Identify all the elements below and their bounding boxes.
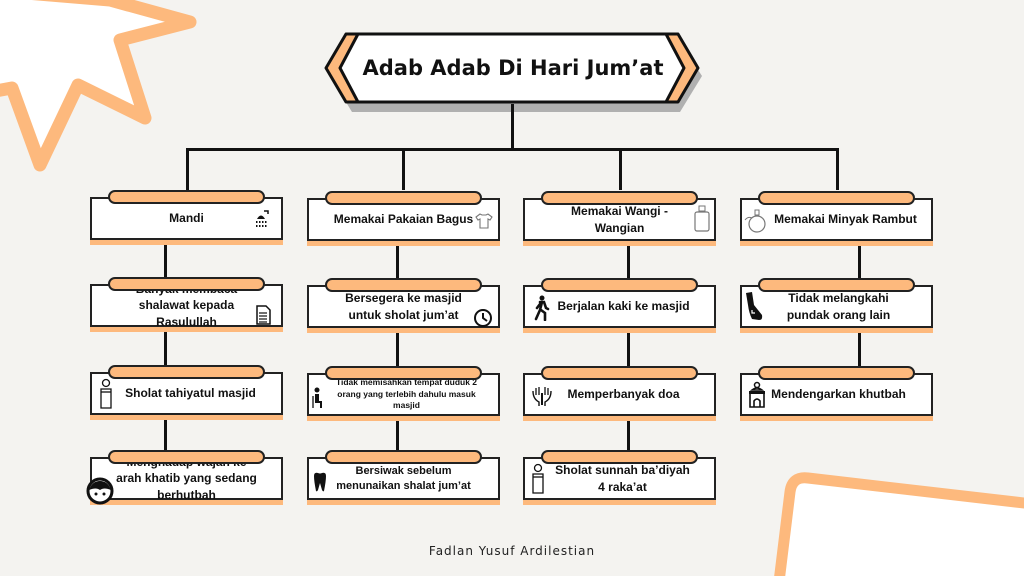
connector — [627, 245, 630, 285]
node-pakaian: Memakai Pakaian Bagus — [307, 191, 500, 241]
node-shalawat: Banyak membaca shalawat kepada Rasululla… — [90, 277, 283, 329]
node-tab — [325, 278, 482, 292]
connector — [858, 245, 861, 285]
node-label: Tidak memisahkan tempat duduk 2 orang ya… — [335, 377, 478, 411]
node-tab — [325, 366, 482, 380]
connector — [627, 332, 630, 372]
connector-col2 — [402, 148, 405, 190]
node-wangian: Memakai Wangi - Wangian — [523, 191, 716, 241]
node-tab — [108, 277, 265, 291]
author-credit: Fadlan Yusuf Ardilestian — [428, 544, 596, 558]
node-menghadap: Menghadap wajah ke arah khatib yang seda… — [86, 450, 283, 505]
connector-col1 — [186, 148, 189, 190]
node-label: Memakai Pakaian Bagus — [333, 212, 474, 227]
shirt-icon — [474, 210, 494, 232]
node-label: Memperbanyak doa — [567, 387, 680, 402]
connector-horizontal — [186, 148, 839, 151]
node-label: Sholat sunnah ba’diyah 4 raka’at — [555, 463, 690, 494]
praying-hands-icon — [531, 385, 553, 407]
page-title: Adab Adab Di Hari Jum’at — [362, 56, 664, 80]
title-banner-shape — [324, 32, 702, 112]
title-banner: Adab Adab Di Hari Jum’at — [322, 30, 704, 112]
praying-man-icon — [528, 463, 548, 495]
connector — [164, 332, 167, 372]
node-tidak-memisahkan: Tidak memisahkan tempat duduk 2 orang ya… — [307, 366, 500, 416]
node-tab — [541, 450, 698, 464]
node-tab — [325, 450, 482, 464]
connector — [396, 332, 399, 372]
node-label: Tidak melangkahi pundak orang lain — [786, 291, 891, 322]
connector — [164, 245, 167, 285]
starburst-decoration — [0, 0, 197, 172]
connector-title-stem — [511, 104, 514, 150]
face-icon — [86, 477, 114, 505]
node-khutbah: Mendengarkan khutbah — [740, 366, 933, 416]
node-tab — [541, 366, 698, 380]
node-label: Sholat tahiyatul masjid — [125, 386, 256, 401]
praying-man-icon — [96, 378, 116, 410]
node-tab — [325, 191, 482, 205]
node-berjalan: Berjalan kaki ke masjid — [523, 278, 716, 328]
card-decoration — [774, 472, 1024, 576]
node-tab — [758, 366, 915, 380]
connector-col4 — [836, 148, 839, 190]
node-tab — [108, 365, 265, 379]
node-tab — [108, 450, 265, 464]
shower-icon — [251, 209, 271, 231]
node-label: Memakai Wangi - Wangian — [571, 204, 668, 235]
node-melangkahi: Tidak melangkahi pundak orang lain — [740, 278, 933, 328]
tooth-icon — [312, 471, 328, 493]
perfume-bottle-icon — [692, 204, 712, 234]
walking-person-icon — [531, 295, 551, 321]
oil-bottle-icon — [744, 208, 768, 234]
node-label: Berjalan kaki ke masjid — [557, 299, 690, 314]
mosque-pulpit-icon — [747, 381, 767, 409]
connector-col3 — [619, 148, 622, 190]
clock-icon — [473, 307, 493, 329]
node-label: Memakai Minyak Rambut — [774, 212, 917, 227]
foot-icon — [744, 291, 764, 323]
connector — [858, 332, 861, 372]
seated-person-icon — [312, 387, 324, 409]
connector — [627, 420, 630, 458]
node-label: Mandi — [169, 211, 204, 226]
node-tab — [541, 191, 698, 205]
node-doa: Memperbanyak doa — [523, 366, 716, 416]
node-tab — [758, 191, 915, 205]
node-minyak-rambut: Memakai Minyak Rambut — [740, 191, 933, 241]
node-tab — [108, 190, 265, 204]
node-tahiyatul: Sholat tahiyatul masjid — [90, 365, 283, 415]
node-label: Mendengarkan khutbah — [771, 387, 906, 402]
connector — [396, 420, 399, 458]
node-sunnah: Sholat sunnah ba’diyah 4 raka’at — [523, 450, 716, 500]
node-label: Bersegera ke masjid untuk sholat jum’at — [345, 291, 462, 322]
document-icon — [253, 304, 273, 326]
node-bersiwak: Bersiwak sebelum menunaikan shalat jum’a… — [307, 450, 500, 500]
node-bersegera: Bersegera ke masjid untuk sholat jum’at — [307, 278, 500, 329]
node-label: Bersiwak sebelum menunaikan shalat jum’a… — [336, 464, 471, 492]
node-mandi: Mandi — [90, 190, 283, 240]
node-tab — [758, 278, 915, 292]
connector — [396, 245, 399, 285]
connector — [164, 420, 167, 458]
node-tab — [541, 278, 698, 292]
